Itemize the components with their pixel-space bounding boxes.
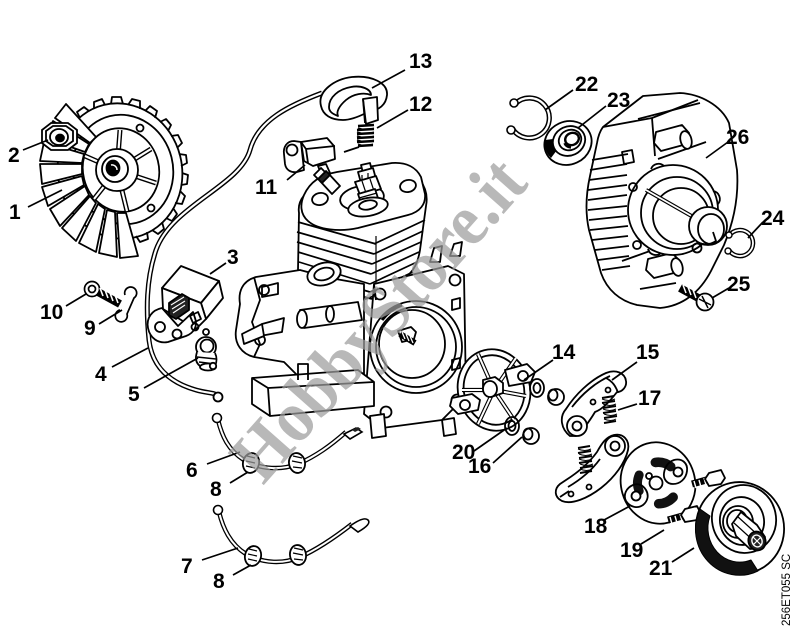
svg-text:19: 19 [620,539,643,562]
svg-text:9: 9 [84,317,96,340]
svg-text:22: 22 [575,73,598,96]
svg-text:3: 3 [227,246,239,269]
svg-text:24: 24 [761,207,785,230]
svg-text:16: 16 [468,455,491,478]
svg-text:2: 2 [8,144,20,167]
svg-text:15: 15 [636,341,660,364]
svg-text:1: 1 [9,201,21,224]
svg-text:7: 7 [181,555,193,578]
svg-text:26: 26 [726,126,749,149]
svg-text:6: 6 [186,459,198,482]
svg-text:11: 11 [255,176,278,199]
svg-text:18: 18 [584,515,608,538]
svg-text:21: 21 [649,557,673,580]
svg-text:5: 5 [128,383,140,406]
svg-text:23: 23 [607,89,630,112]
svg-text:4: 4 [95,363,107,386]
svg-text:256ET055 SC: 256ET055 SC [781,554,793,626]
svg-text:8: 8 [213,570,225,593]
svg-text:14: 14 [552,341,576,364]
svg-text:12: 12 [409,93,432,116]
svg-text:25: 25 [727,273,751,296]
svg-text:10: 10 [40,301,63,324]
svg-text:13: 13 [409,50,432,73]
svg-text:20: 20 [452,441,475,464]
svg-text:8: 8 [210,478,222,501]
svg-text:17: 17 [638,387,661,410]
